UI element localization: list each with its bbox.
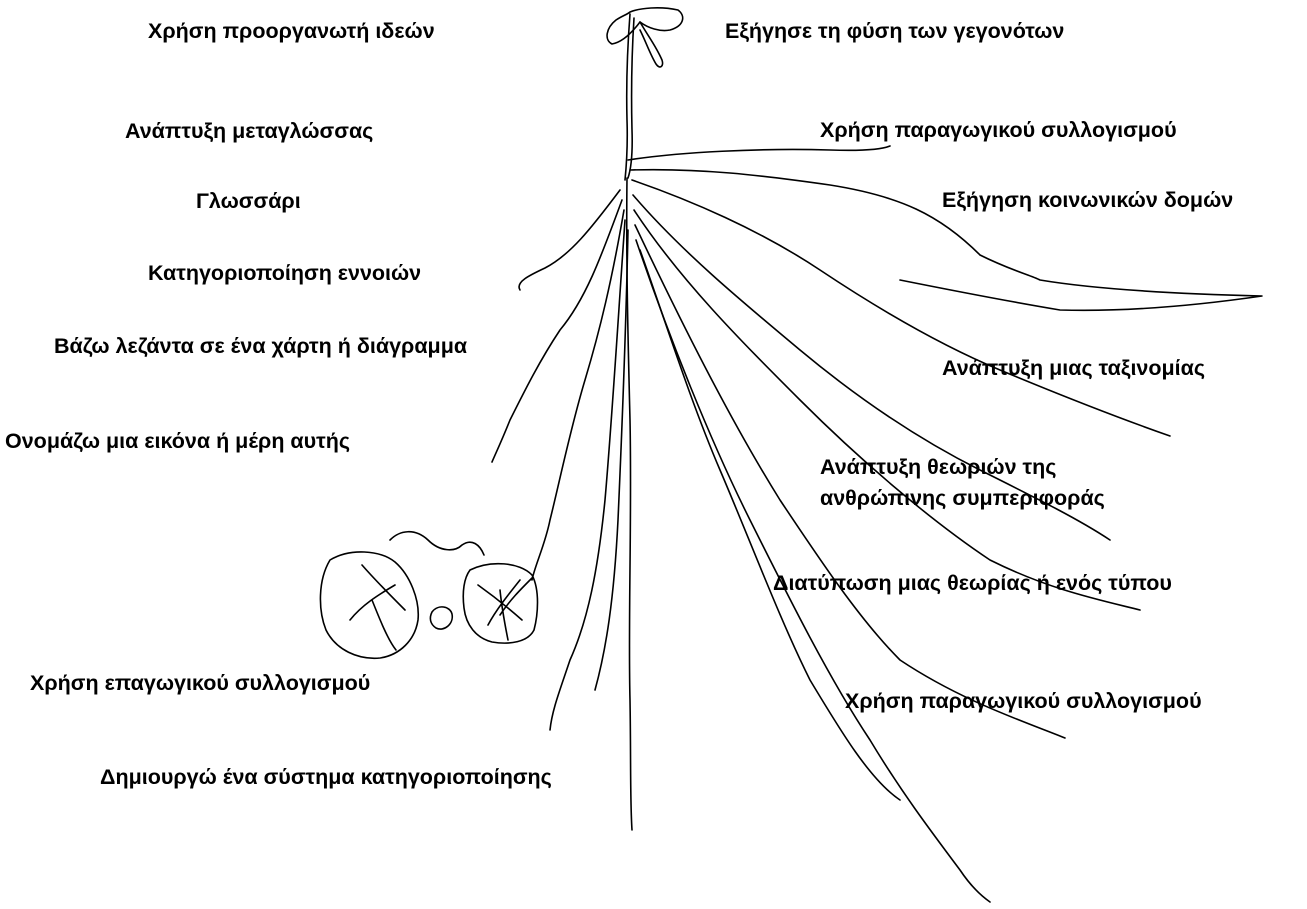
label-left-5: Βάζω λεζάντα σε ένα χάρτη ή διάγραμμα [54,333,467,359]
label-right-5: Ανάπτυξη θεωριών της ανθρώπινης συμπεριφ… [820,452,1160,514]
root-strand [628,146,890,160]
seed-ball [320,552,418,658]
root-strand [500,578,532,615]
label-left-8: Δημιουργώ ένα σύστημα κατηγοριοποίησης [100,764,552,790]
label-left-4: Κατηγοριοποίηση εννοιών [148,260,421,286]
label-right-6: Διατύπωση μιας θεωρίας ή ενός τύπου [773,570,1172,596]
label-left-2: Ανάπτυξη μεταγλώσσας [125,118,373,144]
label-right-4: Ανάπτυξη μιας ταξινομίας [942,355,1205,381]
seed-ball [430,607,452,629]
seed-ball [463,564,537,643]
label-right-3: Εξήγηση κοινωνικών δομών [942,187,1233,213]
root-strand [595,230,628,690]
label-right-2: Χρήση παραγωγικού συλλογισμού [820,117,1177,143]
root-strand [492,200,622,462]
label-left-3: Γλωσσάρι [196,188,301,214]
root-strand [532,210,624,580]
seed-sprout [390,532,484,555]
label-right-7: Χρήση παραγωγικού συλλογισμού [845,688,1202,714]
root-strand [519,190,620,290]
seed-sprout [350,565,405,650]
seed-sprout [478,580,522,640]
root-strand [640,250,900,800]
root-strand [632,180,1170,436]
label-left-7: Χρήση επαγωγικού συλλογισμού [30,670,370,696]
root-strand [634,210,1140,610]
label-right-1: Εξήγησε τη φύση των γεγονότων [725,18,1064,44]
main-stem [625,14,630,180]
label-left-1: Χρήση προοργανωτή ιδεών [148,18,435,44]
label-left-6: Ονομάζω μια εικόνα ή μέρη αυτής [5,428,350,454]
